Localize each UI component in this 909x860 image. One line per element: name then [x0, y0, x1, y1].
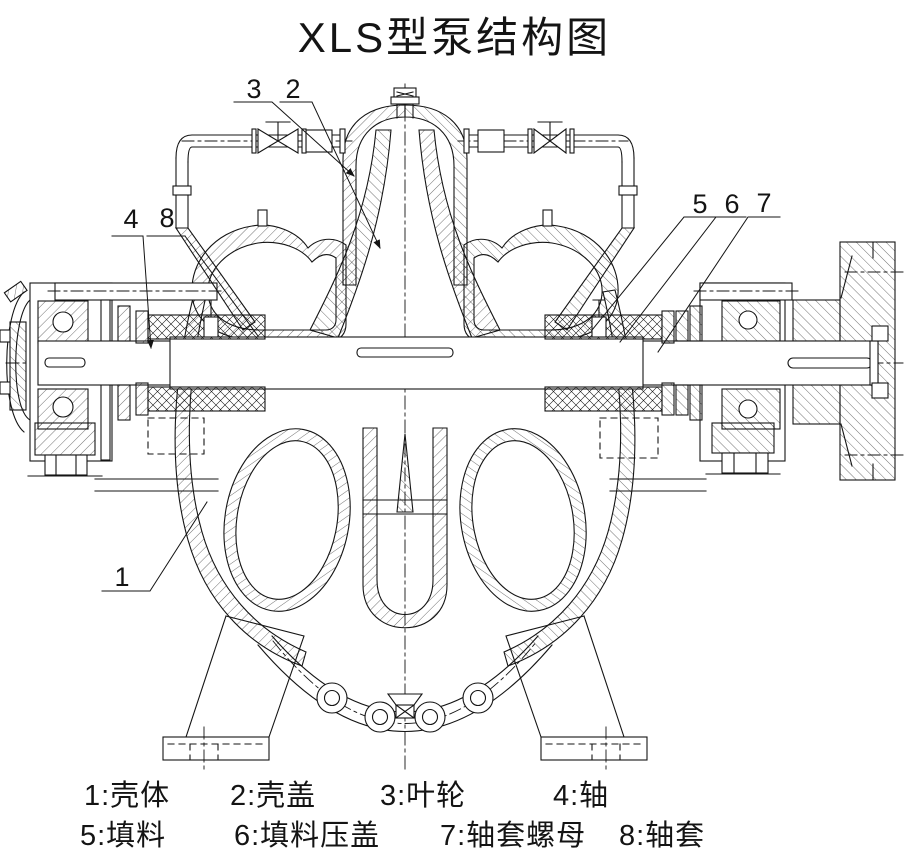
valve-right — [527, 121, 575, 155]
bearing-brackets — [94, 417, 707, 492]
legend-item-2: 2:壳盖 — [230, 780, 317, 812]
legend-item-4: 4:轴 — [553, 780, 610, 812]
shaft-sleeve-nut — [675, 310, 689, 342]
legend-item-1: 1:壳体 — [84, 780, 171, 812]
legend-item-6: 6:填料压盖 — [234, 820, 381, 852]
stuffing-box-right — [544, 299, 703, 421]
pump-shaft — [37, 325, 889, 399]
support-foot-right — [505, 615, 648, 771]
callout-2: 2 — [285, 74, 301, 104]
shaft-keyway-left — [44, 357, 86, 368]
legend-item-5: 5:填料 — [80, 820, 167, 852]
seal-piping-right — [457, 121, 638, 331]
flange-bolt-holes — [316, 682, 494, 733]
pump-casing — [174, 289, 636, 667]
ball-bearing-right-bottom — [738, 399, 758, 419]
callout-leaders — [101, 101, 781, 592]
legend-item-7: 7:轴套螺母 — [440, 820, 587, 852]
valve-left — [251, 121, 307, 154]
drawing-title: XLS型泵结构图 — [297, 14, 612, 61]
callout-4: 4 — [123, 204, 139, 234]
ball-bearing-left-top — [52, 311, 74, 333]
shaft-keyway-center — [356, 347, 454, 358]
packing-gland-right — [661, 310, 675, 344]
callout-1: 1 — [114, 562, 130, 592]
callout-7: 7 — [756, 188, 772, 218]
callout-3: 3 — [246, 74, 262, 104]
callout-8: 8 — [159, 203, 175, 233]
callout-6: 6 — [724, 189, 740, 219]
right-coupling-flange — [792, 241, 908, 481]
left-coupling — [0, 280, 31, 433]
shaft-keyway-right — [787, 357, 873, 369]
ball-bearing-right-top — [738, 310, 758, 330]
callout-5: 5 — [692, 189, 708, 219]
drain-plug — [386, 693, 424, 719]
legend-item-3: 3:叶轮 — [380, 780, 467, 812]
stuffing-box-left — [117, 299, 266, 421]
legend-item-8: 8:轴套 — [619, 820, 706, 852]
packing-gland-left — [135, 310, 149, 344]
bottom-flange — [257, 635, 553, 733]
ball-bearing-left-bottom — [52, 396, 74, 418]
support-foot-left — [162, 615, 305, 771]
